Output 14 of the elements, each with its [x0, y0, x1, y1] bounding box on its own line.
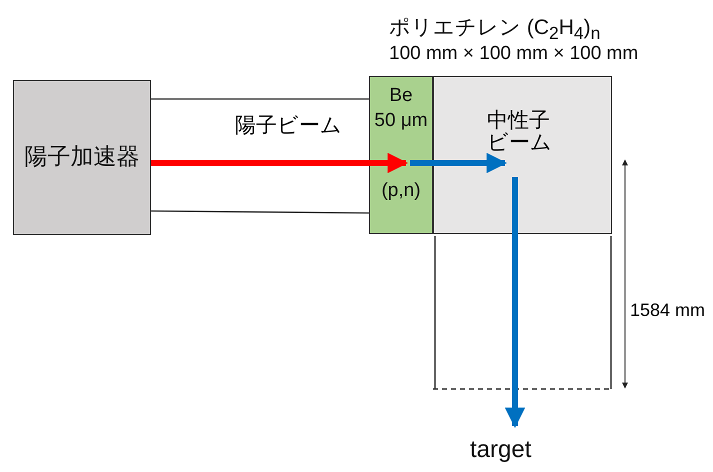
- node-label: (p,n): [380, 180, 422, 202]
- edge-label: 中性子ビーム: [487, 110, 553, 154]
- edge-label: 陽子ビーム: [235, 115, 343, 137]
- beam-arrow: [151, 152, 408, 174]
- beam-arrow: [504, 177, 526, 428]
- beryllium-target-box: [369, 76, 433, 234]
- node-label: Be 50 μm: [373, 84, 429, 133]
- node-label: target: [470, 436, 532, 464]
- dimension-text: 100 mm × 100 mm × 100 mm: [389, 43, 638, 65]
- beam-arrow: [410, 152, 508, 174]
- node-label: 陽子加速器: [24, 142, 140, 171]
- accelerator-box: [13, 80, 151, 235]
- dimension-label: 1584 mm: [630, 300, 706, 321]
- heading: ポリエチレン (C$_{2}$H$_{4}$)$_{n}$: [389, 15, 600, 44]
